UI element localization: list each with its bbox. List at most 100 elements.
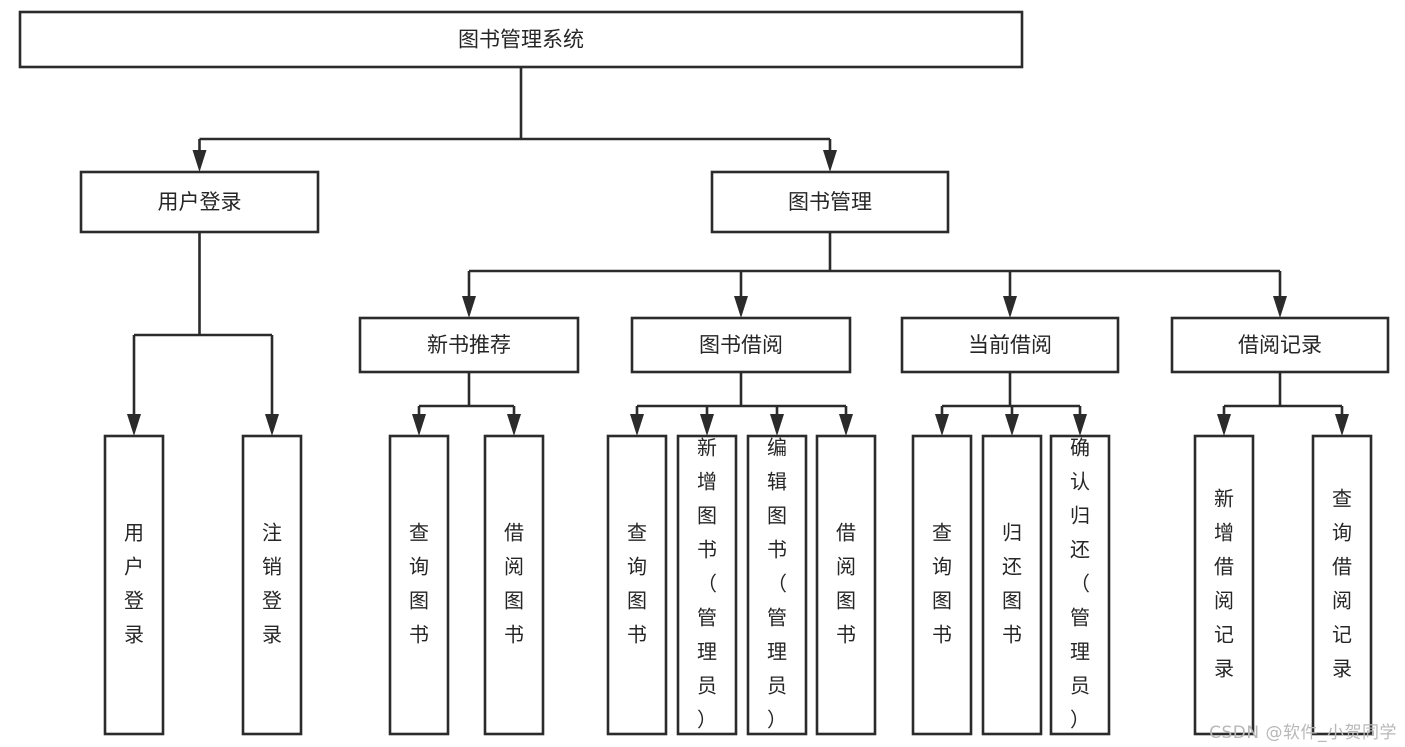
- node-box[interactable]: [815, 434, 877, 736]
- node-book-borrow[interactable]: 图书借阅: [630, 316, 852, 374]
- arrow-head-icon: [1273, 296, 1287, 318]
- node-box[interactable]: [1049, 434, 1111, 736]
- node-box[interactable]: [981, 434, 1043, 736]
- node-label-char: 图: [409, 589, 429, 613]
- node-leaf-borrow-book-1[interactable]: 借阅图书借阅图书: [483, 434, 545, 736]
- node-box[interactable]: [18, 10, 1024, 69]
- node-label-char: 书: [836, 623, 856, 647]
- node-label-char: 还: [1002, 555, 1022, 579]
- node-leaf-query-book-2[interactable]: 查询图书查询图书: [606, 434, 668, 736]
- node-label-char: 查: [627, 521, 647, 545]
- node-box[interactable]: [388, 434, 450, 736]
- node-label-char: 询: [409, 555, 429, 579]
- node-label-char: （: [1070, 572, 1090, 596]
- node-label-char: 图: [627, 589, 647, 613]
- node-box[interactable]: [606, 434, 668, 736]
- edges-layer: [127, 67, 1349, 436]
- node-leaf-logout[interactable]: 注销登录注销登录: [241, 434, 303, 736]
- node-label: 新书推荐: [427, 333, 511, 357]
- node-label-char: 询: [627, 555, 647, 579]
- node-current-borrow[interactable]: 当前借阅: [900, 316, 1120, 374]
- node-label-char: 认: [1070, 470, 1090, 494]
- node-box[interactable]: [103, 434, 165, 736]
- node-box[interactable]: [746, 434, 808, 736]
- node-label-char: 阅: [1214, 589, 1234, 613]
- node-box[interactable]: [911, 434, 973, 736]
- node-label-char: 增: [1214, 521, 1234, 545]
- node-label-char: ）: [767, 708, 787, 732]
- node-label-char: 图: [767, 504, 787, 528]
- node-label-char: 图: [504, 589, 524, 613]
- arrow-head-icon: [412, 414, 426, 436]
- node-box[interactable]: [900, 316, 1120, 374]
- node-book-manage[interactable]: 图书管理: [710, 170, 950, 234]
- node-label-char: 理: [767, 640, 787, 664]
- node-label-char: 录: [1214, 657, 1234, 681]
- node-borrow-record[interactable]: 借阅记录: [1170, 316, 1390, 374]
- node-label-char: 书: [1002, 623, 1022, 647]
- node-box[interactable]: [710, 170, 950, 234]
- node-leaf-query-book-1[interactable]: 查询图书查询图书: [388, 434, 450, 736]
- arrow-head-icon: [734, 296, 748, 318]
- node-label-char: 书: [697, 538, 717, 562]
- edge-group-user-login: [127, 232, 279, 436]
- node-leaf-borrow-book-2[interactable]: 借阅图书借阅图书: [815, 434, 877, 736]
- node-label-char: 记: [1214, 623, 1234, 647]
- node-box[interactable]: [79, 170, 320, 234]
- node-box[interactable]: [676, 434, 738, 736]
- node-box[interactable]: [483, 434, 545, 736]
- arrow-head-icon: [935, 414, 949, 436]
- node-box[interactable]: [241, 434, 303, 736]
- node-root[interactable]: 图书管理系统: [18, 10, 1024, 69]
- arrow-head-icon: [1003, 296, 1017, 318]
- node-label-char: 员: [697, 674, 717, 698]
- node-new-book-rec[interactable]: 新书推荐: [358, 316, 580, 374]
- node-label-char: 图: [836, 589, 856, 613]
- node-label-char: 书: [627, 623, 647, 647]
- node-label-char: （: [697, 572, 717, 596]
- node-label-char: 阅: [836, 555, 856, 579]
- node-label-char: 登: [124, 589, 144, 613]
- node-label-char: 新: [697, 436, 717, 460]
- node-label: 图书管理: [788, 190, 872, 214]
- node-label-char: 录: [124, 623, 144, 647]
- node-label-char: 用: [124, 521, 144, 545]
- node-label-char: 询: [1332, 521, 1352, 545]
- node-leaf-user-login[interactable]: 用户登录用户登录: [103, 434, 165, 736]
- node-label-char: 确: [1070, 436, 1090, 460]
- arrow-head-icon: [839, 414, 853, 436]
- node-label-char: 理: [1070, 640, 1090, 664]
- edge-group-borrow-record: [1217, 372, 1349, 436]
- node-box[interactable]: [630, 316, 852, 374]
- node-leaf-query-record[interactable]: 查询借阅记录查询借阅记录: [1311, 434, 1373, 736]
- node-user-login[interactable]: 用户登录: [79, 170, 320, 234]
- node-label-char: 管: [767, 606, 787, 630]
- node-leaf-query-book-3[interactable]: 查询图书查询图书: [911, 434, 973, 736]
- edge-group-book-borrow: [630, 372, 853, 436]
- node-label-char: 登: [262, 589, 282, 613]
- node-label-char: 编: [767, 436, 787, 460]
- arrow-head-icon: [770, 414, 784, 436]
- node-box[interactable]: [1311, 434, 1373, 736]
- node-box[interactable]: [1170, 316, 1390, 374]
- arrow-head-icon: [1005, 414, 1019, 436]
- node-label-char: ）: [1070, 708, 1090, 732]
- node-label-char: 归: [1002, 521, 1022, 545]
- node-leaf-add-record[interactable]: 新增借阅记录新增借阅记录: [1193, 434, 1255, 736]
- node-label-char: 归: [1070, 504, 1090, 528]
- node-label-char: 借: [1214, 555, 1234, 579]
- node-label-char: 员: [1070, 674, 1090, 698]
- node-label: 图书借阅: [699, 333, 783, 357]
- node-box[interactable]: [1193, 434, 1255, 736]
- node-leaf-return-book[interactable]: 归还图书归还图书: [981, 434, 1043, 736]
- arrow-head-icon: [1335, 414, 1349, 436]
- arrow-head-icon: [192, 150, 207, 172]
- node-box[interactable]: [358, 316, 580, 374]
- node-label-char: 增: [697, 470, 717, 494]
- node-label-char: 录: [1332, 657, 1352, 681]
- node-label: 用户登录: [158, 190, 242, 214]
